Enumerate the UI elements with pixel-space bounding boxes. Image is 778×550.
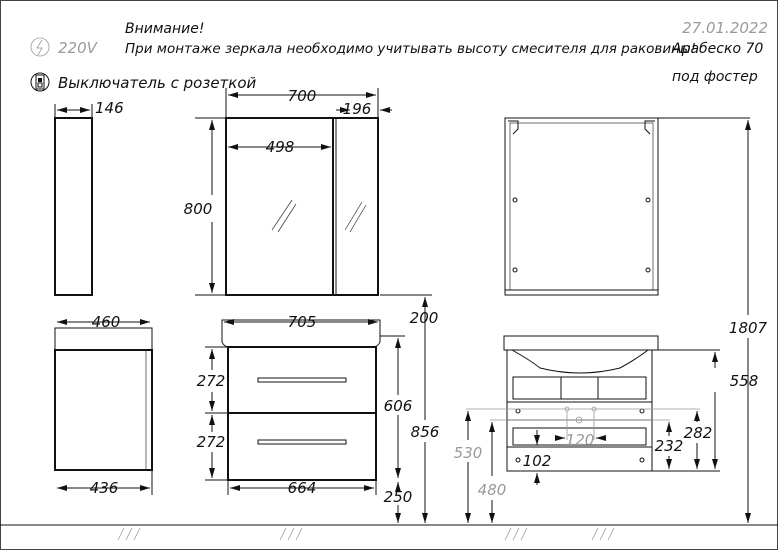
model-name: Арабеско 70 — [671, 41, 763, 57]
dim-back-480: 480 — [478, 481, 507, 499]
vanity-front-view — [205, 294, 432, 523]
dim-vanity-depth-body: 436 — [90, 479, 119, 497]
dim-back-232: 232 — [655, 437, 684, 455]
dim-drawer-bottom: 272 — [197, 433, 226, 451]
floor-line — [0, 524, 778, 541]
dim-total-vanity-height: 856 — [411, 423, 440, 441]
dim-mirror-height: 800 — [184, 200, 213, 218]
dim-vanity-depth-top: 460 — [92, 313, 121, 331]
dim-vanity-width-top: 705 — [288, 313, 317, 331]
dim-mirror-side: 196 — [343, 100, 372, 118]
mirror-front-view — [195, 88, 392, 296]
dim-back-120: 120 — [566, 431, 595, 449]
switch-label: Выключатель с розеткой — [58, 74, 257, 92]
vanity-back-view — [465, 117, 751, 523]
dim-back-282: 282 — [684, 424, 713, 442]
mirror-side-view — [54, 104, 93, 296]
attention-title: Внимание! — [125, 21, 204, 37]
dim-drawer-top: 272 — [197, 372, 226, 390]
dim-vanity-height: 606 — [384, 397, 413, 415]
dim-mirror-door: 498 — [266, 138, 295, 156]
dim-vanity-width-body: 664 — [288, 479, 317, 497]
dim-mirror-width: 700 — [288, 87, 317, 105]
dim-back-530: 530 — [454, 444, 483, 462]
dim-back-558: 558 — [730, 372, 759, 390]
power-label: 220V — [58, 39, 99, 57]
mirror-back-view — [504, 117, 659, 296]
lightning-circle-icon — [30, 37, 50, 57]
dim-total-height: 1807 — [729, 319, 768, 337]
dim-mirror-depth: 146 — [95, 99, 124, 117]
switch-socket-icon — [30, 72, 50, 92]
dim-top-thickness: 200 — [410, 309, 439, 327]
drawing-date: 27.01.2022 — [682, 19, 768, 37]
vanity-side-view — [54, 319, 153, 495]
model-subtitle: под фостер — [672, 69, 758, 85]
dim-floor-gap: 250 — [384, 488, 413, 506]
dim-back-102: 102 — [523, 452, 552, 470]
mounting-warning: При монтаже зеркала необходимо учитывать… — [125, 41, 696, 57]
